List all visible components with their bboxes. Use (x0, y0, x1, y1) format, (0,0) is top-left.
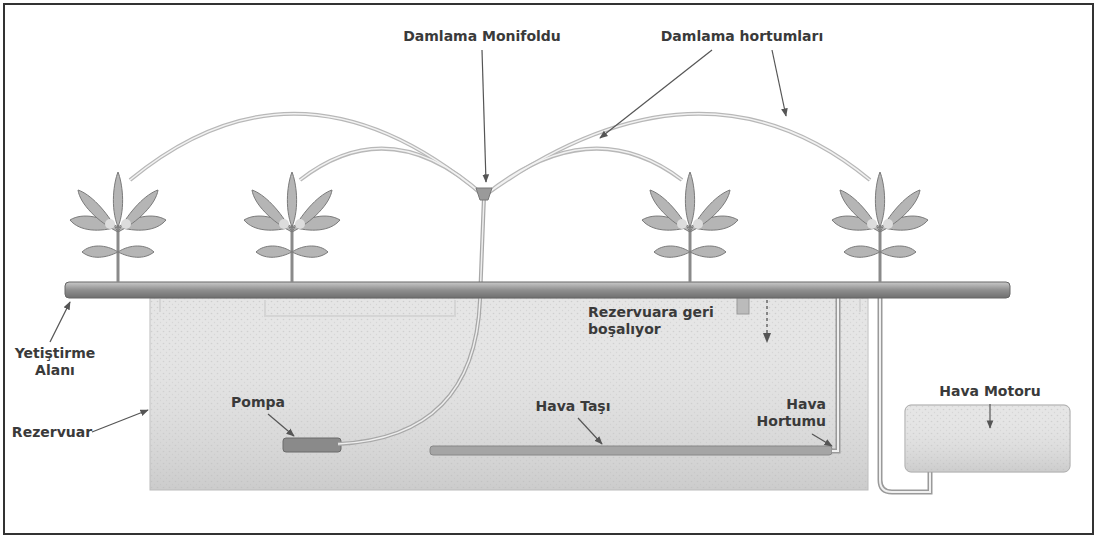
drain-arrow (766, 300, 768, 342)
part-label: Yetiştirme Alanı (10, 345, 100, 379)
grow-tray (65, 282, 1010, 298)
part-label: Damlama Monifoldu (382, 28, 582, 45)
part-label: Hava Motoru (930, 383, 1050, 400)
part-label: Rezervuar (10, 424, 94, 441)
reservoir-shade (150, 298, 868, 490)
supply-pipe (338, 196, 484, 444)
plant (832, 172, 928, 282)
part-label: Pompa (218, 394, 298, 411)
supply-pipe-inner (338, 196, 484, 444)
part-label: Hava Taşı (528, 398, 618, 415)
part-label: Damlama hortumları (642, 28, 842, 45)
part-label: Hava Hortumu (736, 396, 826, 430)
air-motor (905, 405, 1070, 472)
drain-pipe (737, 298, 749, 314)
plant (70, 172, 166, 282)
tray-supports (160, 298, 860, 316)
leader-lines (50, 50, 990, 446)
flow-note: Rezervuara geri boşalıyor (588, 304, 756, 338)
pump (283, 438, 341, 452)
frame (4, 4, 1093, 534)
drip-manifold (476, 188, 492, 200)
plant (244, 172, 340, 282)
reservoir (150, 298, 868, 490)
air-motor-shade (905, 405, 1070, 472)
plant (642, 172, 738, 282)
drip-hoses (130, 114, 870, 196)
air-stone (430, 446, 832, 455)
